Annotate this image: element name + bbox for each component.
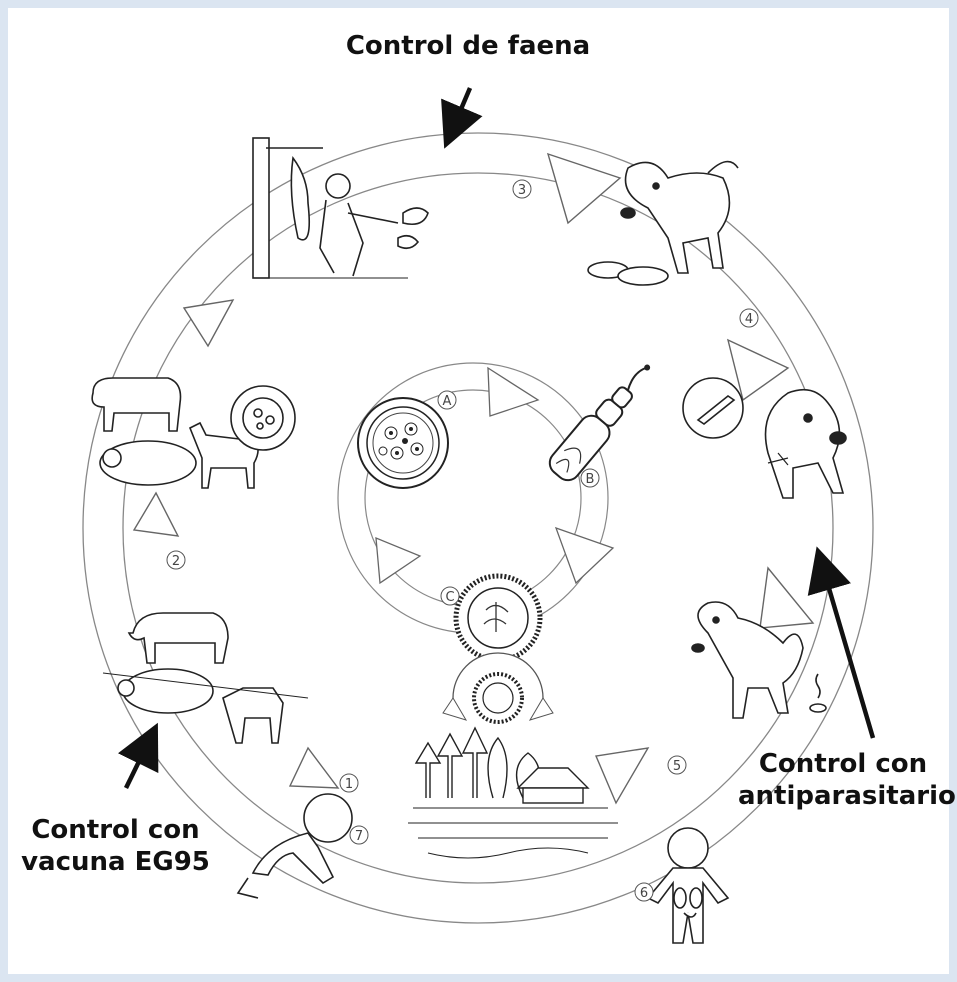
vaccine-control-label-line2: vacuna EG95 <box>13 846 218 878</box>
antiparasitic-control-arrow <box>823 568 873 738</box>
svg-text:5: 5 <box>673 759 681 774</box>
svg-text:C: C <box>445 590 454 605</box>
step-6-badge: 6 <box>635 883 653 901</box>
step-4-badge: 4 <box>740 309 758 327</box>
antiparasitic-control-label-line1: Control con <box>738 748 948 780</box>
slaughter-control-arrow <box>453 88 470 128</box>
svg-text:6: 6 <box>640 886 648 901</box>
egg-symbol-icon <box>443 653 553 722</box>
figure-frame: 1 2 3 4 5 6 7 A B C Control de faena Con… <box>8 8 949 974</box>
tapeworm-icon <box>545 355 661 485</box>
svg-text:3: 3 <box>518 183 526 198</box>
step-3-badge: 3 <box>513 180 531 198</box>
vaccine-control-label-line1: Control con <box>13 814 218 846</box>
step-1-badge: 1 <box>340 774 358 792</box>
vaccine-control-arrow <box>126 743 148 788</box>
step-7-badge: 7 <box>350 826 368 844</box>
svg-text:4: 4 <box>745 312 753 327</box>
slaughterhouse-scene-icon <box>253 138 428 278</box>
vaccine-control-label: Control con vacuna EG95 <box>13 814 218 878</box>
human-body-icon <box>648 828 728 943</box>
svg-text:1: 1 <box>345 777 353 792</box>
egg-icon <box>456 576 540 660</box>
antiparasitic-control-label: Control con antiparasitario <box>738 748 948 812</box>
antiparasitic-control-label-line2: antiparasitario <box>738 780 948 812</box>
svg-text:7: 7 <box>355 829 363 844</box>
step-2-badge: 2 <box>167 551 185 569</box>
step-a-badge: A <box>438 391 456 409</box>
svg-text:B: B <box>586 472 595 487</box>
svg-text:A: A <box>443 394 452 409</box>
step-c-badge: C <box>441 587 459 605</box>
slaughter-control-label: Control de faena <box>328 30 608 62</box>
farm-landscape-icon <box>408 728 618 858</box>
infected-dog-icon <box>683 378 846 498</box>
livestock-icon <box>92 378 295 488</box>
step-5-badge: 5 <box>668 756 686 774</box>
grazing-livestock-icon <box>103 613 308 743</box>
crawling-child-icon <box>238 794 352 898</box>
step-b-badge: B <box>581 469 599 487</box>
outer-step-badges: 1 2 3 4 5 6 7 <box>167 180 758 901</box>
hydatid-cyst-icon <box>358 398 448 488</box>
svg-text:2: 2 <box>172 554 180 569</box>
